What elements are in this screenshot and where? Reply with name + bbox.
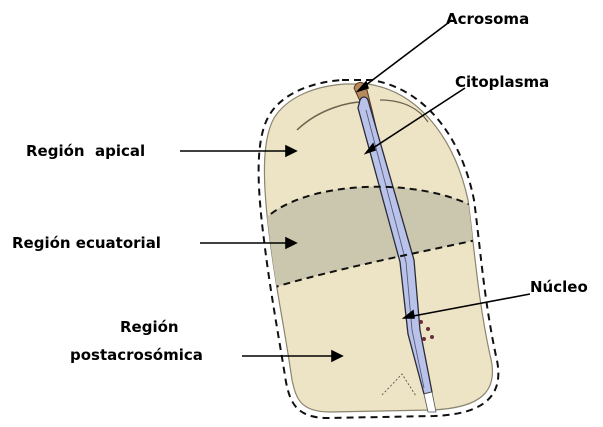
label-region-ecuatorial: Región ecuatorial bbox=[12, 234, 161, 252]
label-acrosoma: Acrosoma bbox=[446, 10, 529, 28]
sperm-head bbox=[259, 80, 499, 418]
label-region-postacrosomica-line1: Región bbox=[120, 318, 179, 336]
nucleus-dot bbox=[426, 327, 430, 331]
nucleus-dot bbox=[430, 335, 434, 339]
label-region-apical: Región apical bbox=[26, 142, 145, 160]
acrosoma-pointer bbox=[362, 20, 452, 88]
label-nucleo: Núcleo bbox=[530, 278, 588, 296]
nucleus-dot bbox=[422, 337, 426, 341]
label-citoplasma: Citoplasma bbox=[455, 73, 549, 91]
label-region-postacrosomica-line2: postacrosómica bbox=[70, 346, 203, 364]
nucleus-dot bbox=[419, 320, 423, 324]
